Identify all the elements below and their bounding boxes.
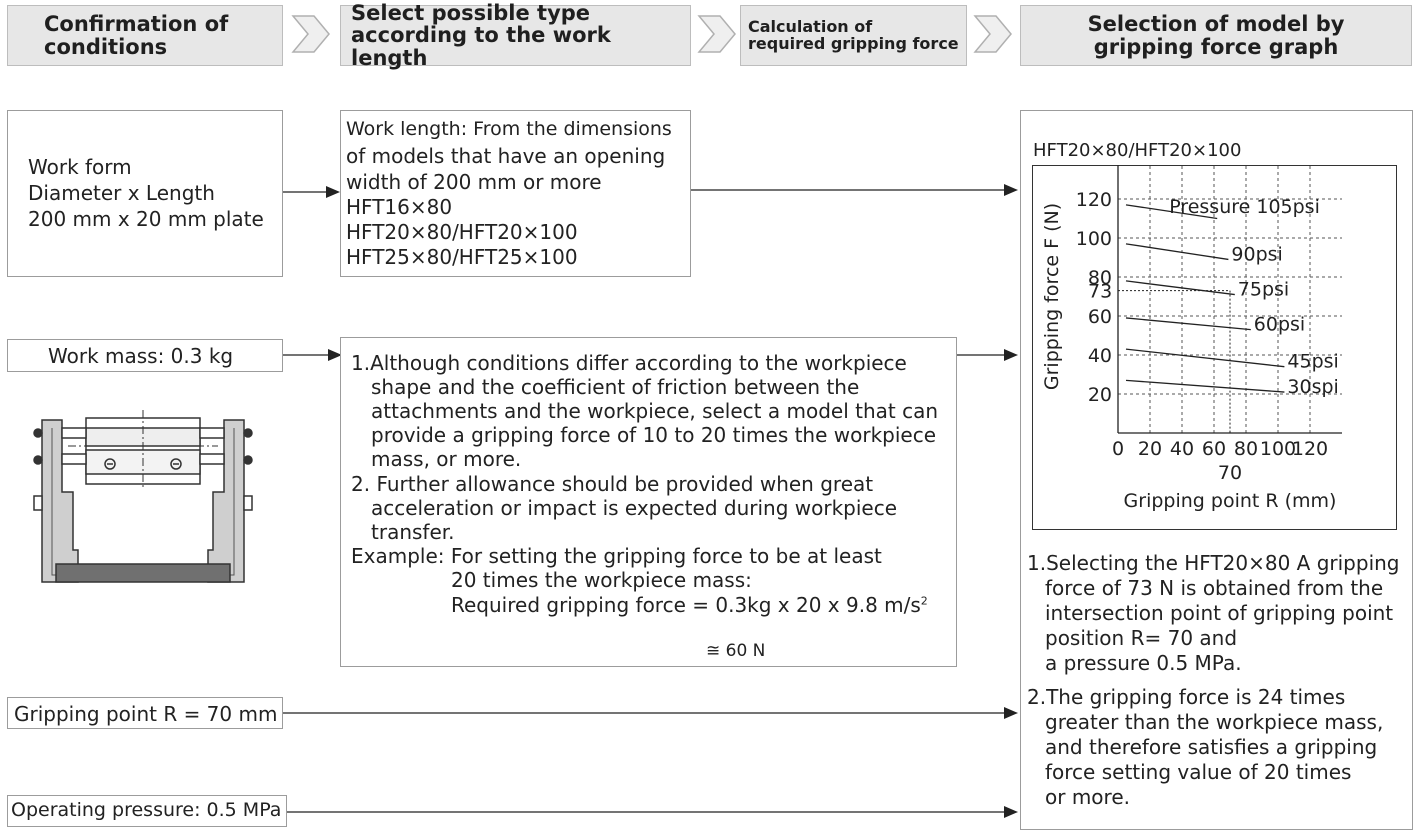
work-form-box: Work form Diameter x Length 200 mm x 20 … xyxy=(7,110,283,277)
work-length-model: HFT20×80/HFT20×100 xyxy=(346,220,578,244)
step-header-line: required gripping force xyxy=(748,33,959,53)
step-header-selection: Selection of model by gripping force gra… xyxy=(1020,5,1412,66)
conclusion-item1-line: position R= 70 and xyxy=(1045,626,1238,650)
calc-item1-line: attachments and the workpiece, select a … xyxy=(371,399,939,423)
operating-pressure-box: Operating pressure: 0.5 MPa xyxy=(7,795,287,827)
x-axis-label: Gripping point R (mm) xyxy=(1124,490,1337,512)
series-label: 90psi xyxy=(1231,243,1282,265)
calc-item1-line: 1.Although conditions differ according t… xyxy=(351,351,907,375)
calc-item1-line: shape and the coefficient of friction be… xyxy=(371,375,860,399)
conclusion-item2-line: and therefore satisfies a gripping xyxy=(1045,735,1378,759)
series-label: 60psi xyxy=(1254,314,1305,336)
series-line xyxy=(1125,204,1218,220)
gripper-illustration xyxy=(33,410,253,583)
step-header-line: according to the work length xyxy=(351,23,611,70)
conclusion-item2-line: 2.The gripping force is 24 times xyxy=(1027,685,1346,709)
series-line xyxy=(1125,348,1285,368)
x-tick-label: 0 xyxy=(1112,438,1124,460)
series-label: 75psi xyxy=(1238,279,1289,301)
calculation-box: 1.Although conditions differ according t… xyxy=(340,337,957,667)
chevron-right-icon xyxy=(291,15,330,53)
series-label: 30spi xyxy=(1287,376,1338,398)
chevron-right-icon xyxy=(973,15,1012,53)
work-form-line: Work form xyxy=(28,155,132,179)
series-line xyxy=(1125,379,1285,393)
graph-title: HFT20×80/HFT20×100 xyxy=(1033,140,1242,161)
gripping-point-box: Gripping point R = 70 mm xyxy=(7,697,283,729)
work-length-model: HFT16×80 xyxy=(346,195,453,219)
calc-item1-line: provide a gripping force of 10 to 20 tim… xyxy=(371,423,937,447)
series-line xyxy=(1125,243,1229,261)
work-length-line: of models that have an opening xyxy=(346,144,666,168)
y-tick-label: 120 xyxy=(1076,189,1112,211)
step-header-line: Confirmation of xyxy=(44,12,229,37)
step-header-line: gripping force graph xyxy=(1093,34,1339,59)
annotation-y-label: 73 xyxy=(1088,281,1112,303)
calc-formula-superscript: 2 xyxy=(920,594,928,608)
step-header-work-length: Select possible type according to the wo… xyxy=(340,1,691,70)
work-length-line: width of 200 mm or more xyxy=(346,170,602,194)
y-tick-label: 20 xyxy=(1088,384,1112,406)
series-label: Pressure 105psi xyxy=(1169,196,1320,218)
series-label: 45psi xyxy=(1287,351,1338,373)
gripping-point-label: Gripping point R = 70 mm xyxy=(14,702,278,726)
x-tick-label: 120 xyxy=(1292,438,1328,460)
arrow-head xyxy=(1004,349,1018,361)
arrow-head xyxy=(1004,806,1018,818)
conclusion-item2-line: force setting value of 20 times xyxy=(1045,760,1352,784)
calc-item2-line: transfer. xyxy=(371,520,455,544)
operating-pressure-label: Operating pressure: 0.5 MPa xyxy=(11,799,282,821)
step-header-confirmation: Confirmation of conditions xyxy=(7,5,283,66)
y-tick-label: 80 xyxy=(1088,267,1112,289)
conclusion-item2-line: greater than the workpiece mass, xyxy=(1045,710,1384,734)
x-tick-label: 80 xyxy=(1234,438,1258,460)
x-tick-label: 60 xyxy=(1202,438,1226,460)
arrow-head xyxy=(1004,184,1018,196)
calc-formula-text: Required gripping force = 0.3kg x 20 x 9… xyxy=(451,593,921,617)
step-header-line: Calculation of xyxy=(748,16,873,36)
calc-item2-line: acceleration or impact is expected durin… xyxy=(371,496,898,520)
series-line xyxy=(1125,317,1251,331)
calc-item1-line: mass, or more. xyxy=(371,447,522,471)
arrow-head xyxy=(1004,707,1018,719)
x-tick-label: 20 xyxy=(1138,438,1162,460)
annotation-x-label: 70 xyxy=(1218,462,1242,484)
y-tick-label: 40 xyxy=(1088,345,1112,367)
y-axis-label: Gripping force F (N) xyxy=(1041,203,1063,390)
step-header-calculation: Calculation of required gripping force xyxy=(740,5,967,66)
work-form-line: Diameter x Length xyxy=(28,181,215,205)
arrow-head xyxy=(326,186,340,198)
conclusion-item1-line: 1.Selecting the HFT20×80 A gripping xyxy=(1027,551,1400,575)
conclusion-item1-line: a pressure 0.5 MPa. xyxy=(1045,651,1242,675)
step-header-line: Selection of model by xyxy=(1087,12,1345,37)
work-mass-box: Work mass: 0.3 kg xyxy=(7,339,283,372)
calc-example-line: 20 times the workpiece mass: xyxy=(451,568,752,592)
calc-item2-line: 2. Further allowance should be provided … xyxy=(351,472,874,496)
step-header-line: Select possible type xyxy=(351,1,591,26)
step-header-line: conditions xyxy=(44,34,168,59)
y-tick-label: 100 xyxy=(1076,228,1112,250)
work-mass-label: Work mass: 0.3 kg xyxy=(48,344,234,368)
work-form-line: 200 mm x 20 mm plate xyxy=(28,207,264,231)
work-length-line: Work length: From the dimensions xyxy=(346,118,672,140)
x-tick-label: 100 xyxy=(1260,438,1296,460)
work-length-box: Work length: From the dimensions of mode… xyxy=(340,110,691,277)
conclusion-item2-line: or more. xyxy=(1045,785,1130,809)
conclusion-item1-line: force of 73 N is obtained from the xyxy=(1045,576,1384,600)
calc-example-formula: Required gripping force = 0.3kg x 20 x 9… xyxy=(451,595,928,615)
calc-example-line: Example: For setting the gripping force … xyxy=(351,544,882,568)
conclusion-item1-line: intersection point of gripping point xyxy=(1045,601,1394,625)
x-tick-label: 40 xyxy=(1170,438,1194,460)
work-length-model: HFT25×80/HFT25×100 xyxy=(346,245,578,269)
series-line xyxy=(1125,280,1235,296)
y-tick-label: 60 xyxy=(1088,306,1112,328)
chevron-right-icon xyxy=(697,15,736,53)
arrow-head xyxy=(328,349,342,361)
calc-example-result: ≅ 60 N xyxy=(706,641,766,661)
